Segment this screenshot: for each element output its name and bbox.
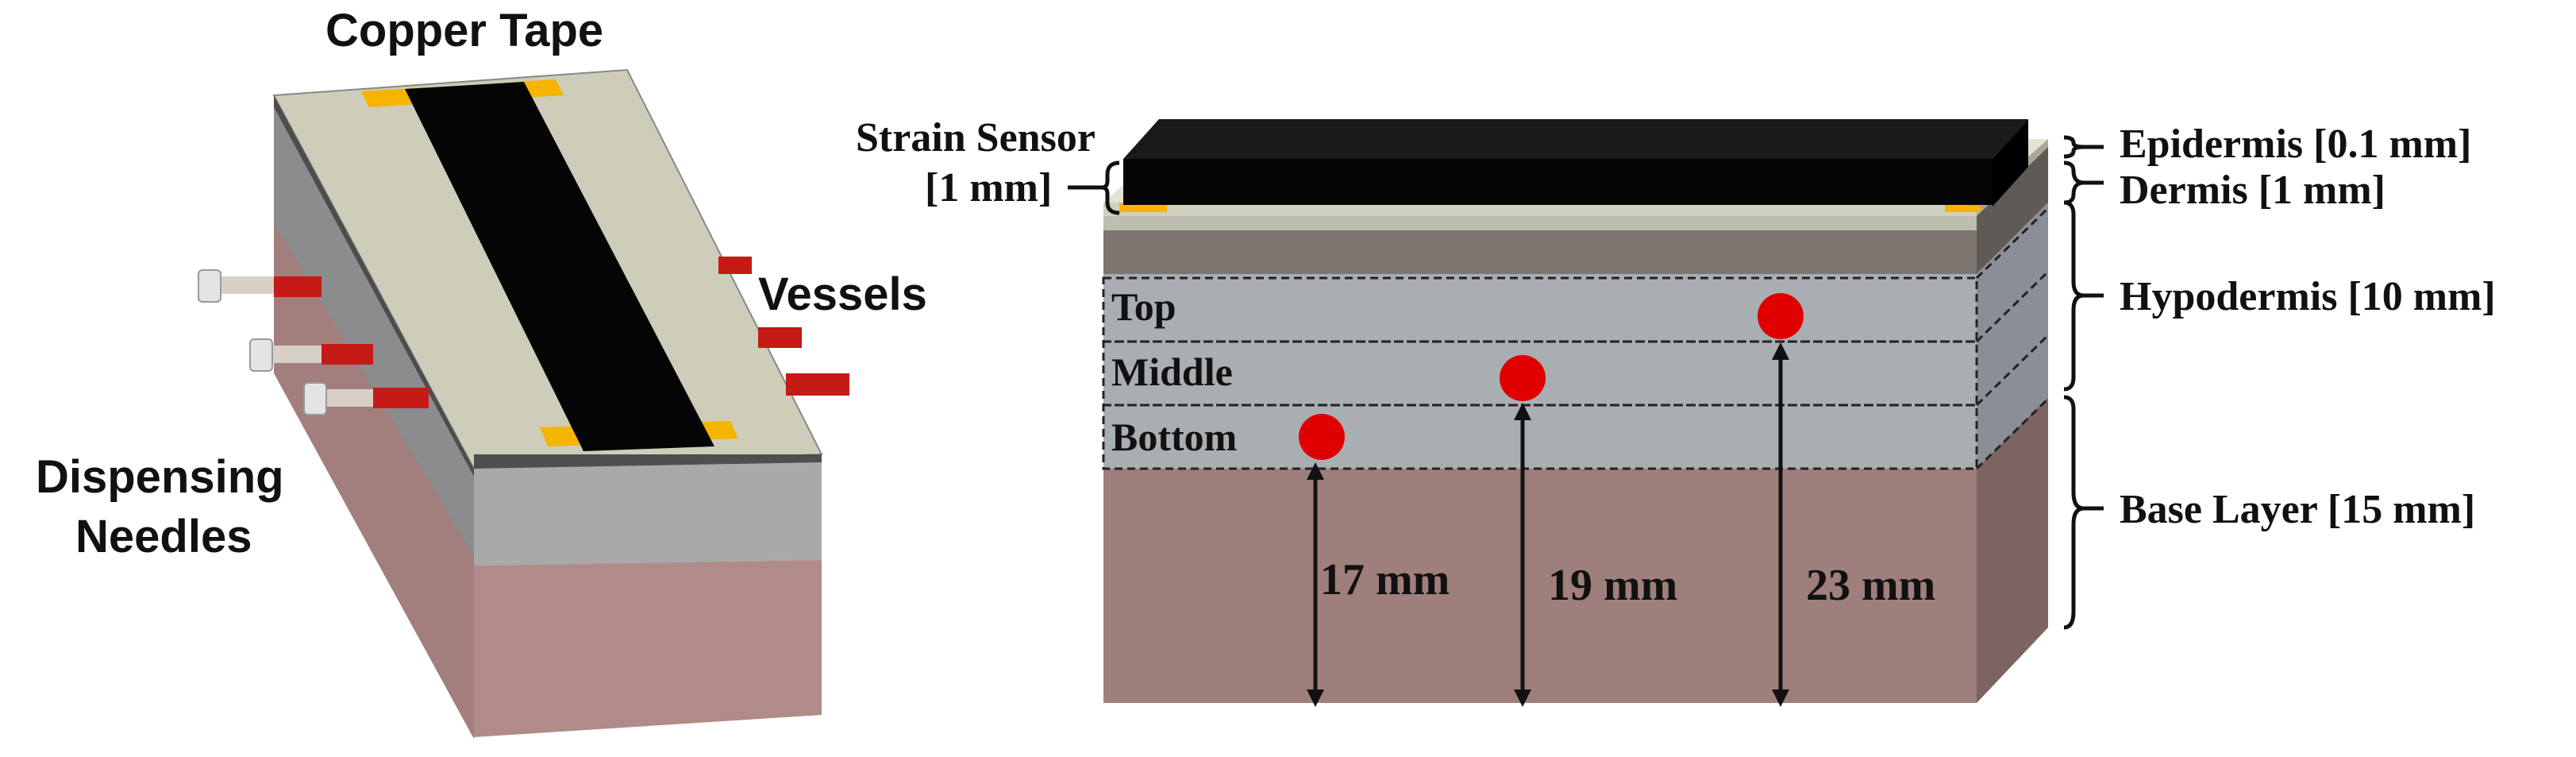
cross-section xyxy=(1102,119,2050,703)
depth-label-middle: 19 mm xyxy=(1548,561,1677,610)
layer-epidermis xyxy=(1103,203,1977,216)
depth-label-bottom: 17 mm xyxy=(1320,555,1450,604)
side-hypodermis xyxy=(1977,203,2048,469)
model-front-base xyxy=(474,560,822,737)
model-side-hypodermis xyxy=(274,107,474,556)
side-base xyxy=(1977,397,2048,703)
sensor-strip xyxy=(405,82,714,451)
model-side-dermis xyxy=(274,95,474,477)
strain-sensor-side xyxy=(1993,119,2028,207)
dispensing-needles xyxy=(198,269,429,415)
model-front-hypodermis xyxy=(474,462,822,566)
layer-label-base: Base Layer [15 mm] xyxy=(2120,487,2475,532)
region-label-top: Top xyxy=(1111,284,1176,329)
region-bottom-box xyxy=(1102,404,1978,470)
depth-label-top: 23 mm xyxy=(1806,561,1935,610)
copper-tape-label: Copper Tape xyxy=(325,5,603,56)
region-label-middle: Middle xyxy=(1111,350,1233,394)
depth-arrows xyxy=(1307,342,1789,707)
side-dermis xyxy=(1977,147,2048,274)
needles-label-line2: Needles xyxy=(75,511,252,562)
strain-sensor-top xyxy=(1123,119,2028,159)
layer-label-epidermis: Epidermis [0.1 mm] xyxy=(2120,122,2471,167)
layer-dermis xyxy=(1103,230,1977,274)
vessels-label: Vessels xyxy=(758,268,927,320)
strain-sensor-label: Strain Sensor xyxy=(856,115,1095,160)
vessel-marker-middle xyxy=(1500,355,1546,401)
layer-brackets xyxy=(2063,135,2104,630)
vessel-marker-bottom xyxy=(1299,414,1345,460)
layer-label-dermis: Dermis [1 mm] xyxy=(2120,168,2385,213)
strain-sensor-front xyxy=(1123,159,1993,205)
vessel-ends xyxy=(718,257,849,396)
needles-label-line1: Dispensing xyxy=(36,451,284,503)
vessel-marker-top xyxy=(1758,293,1804,339)
layer-label-hypodermis: Hypodermis [10 mm] xyxy=(2120,274,2496,319)
region-label-bottom: Bottom xyxy=(1111,415,1237,459)
phantom-3d-model xyxy=(198,68,849,739)
layer-epidermis-shadow xyxy=(1103,216,1977,230)
strain-sensor-thickness: [1 mm] xyxy=(925,165,1052,210)
sensor-bracket xyxy=(1068,160,1120,215)
layer-base xyxy=(1103,469,1977,703)
